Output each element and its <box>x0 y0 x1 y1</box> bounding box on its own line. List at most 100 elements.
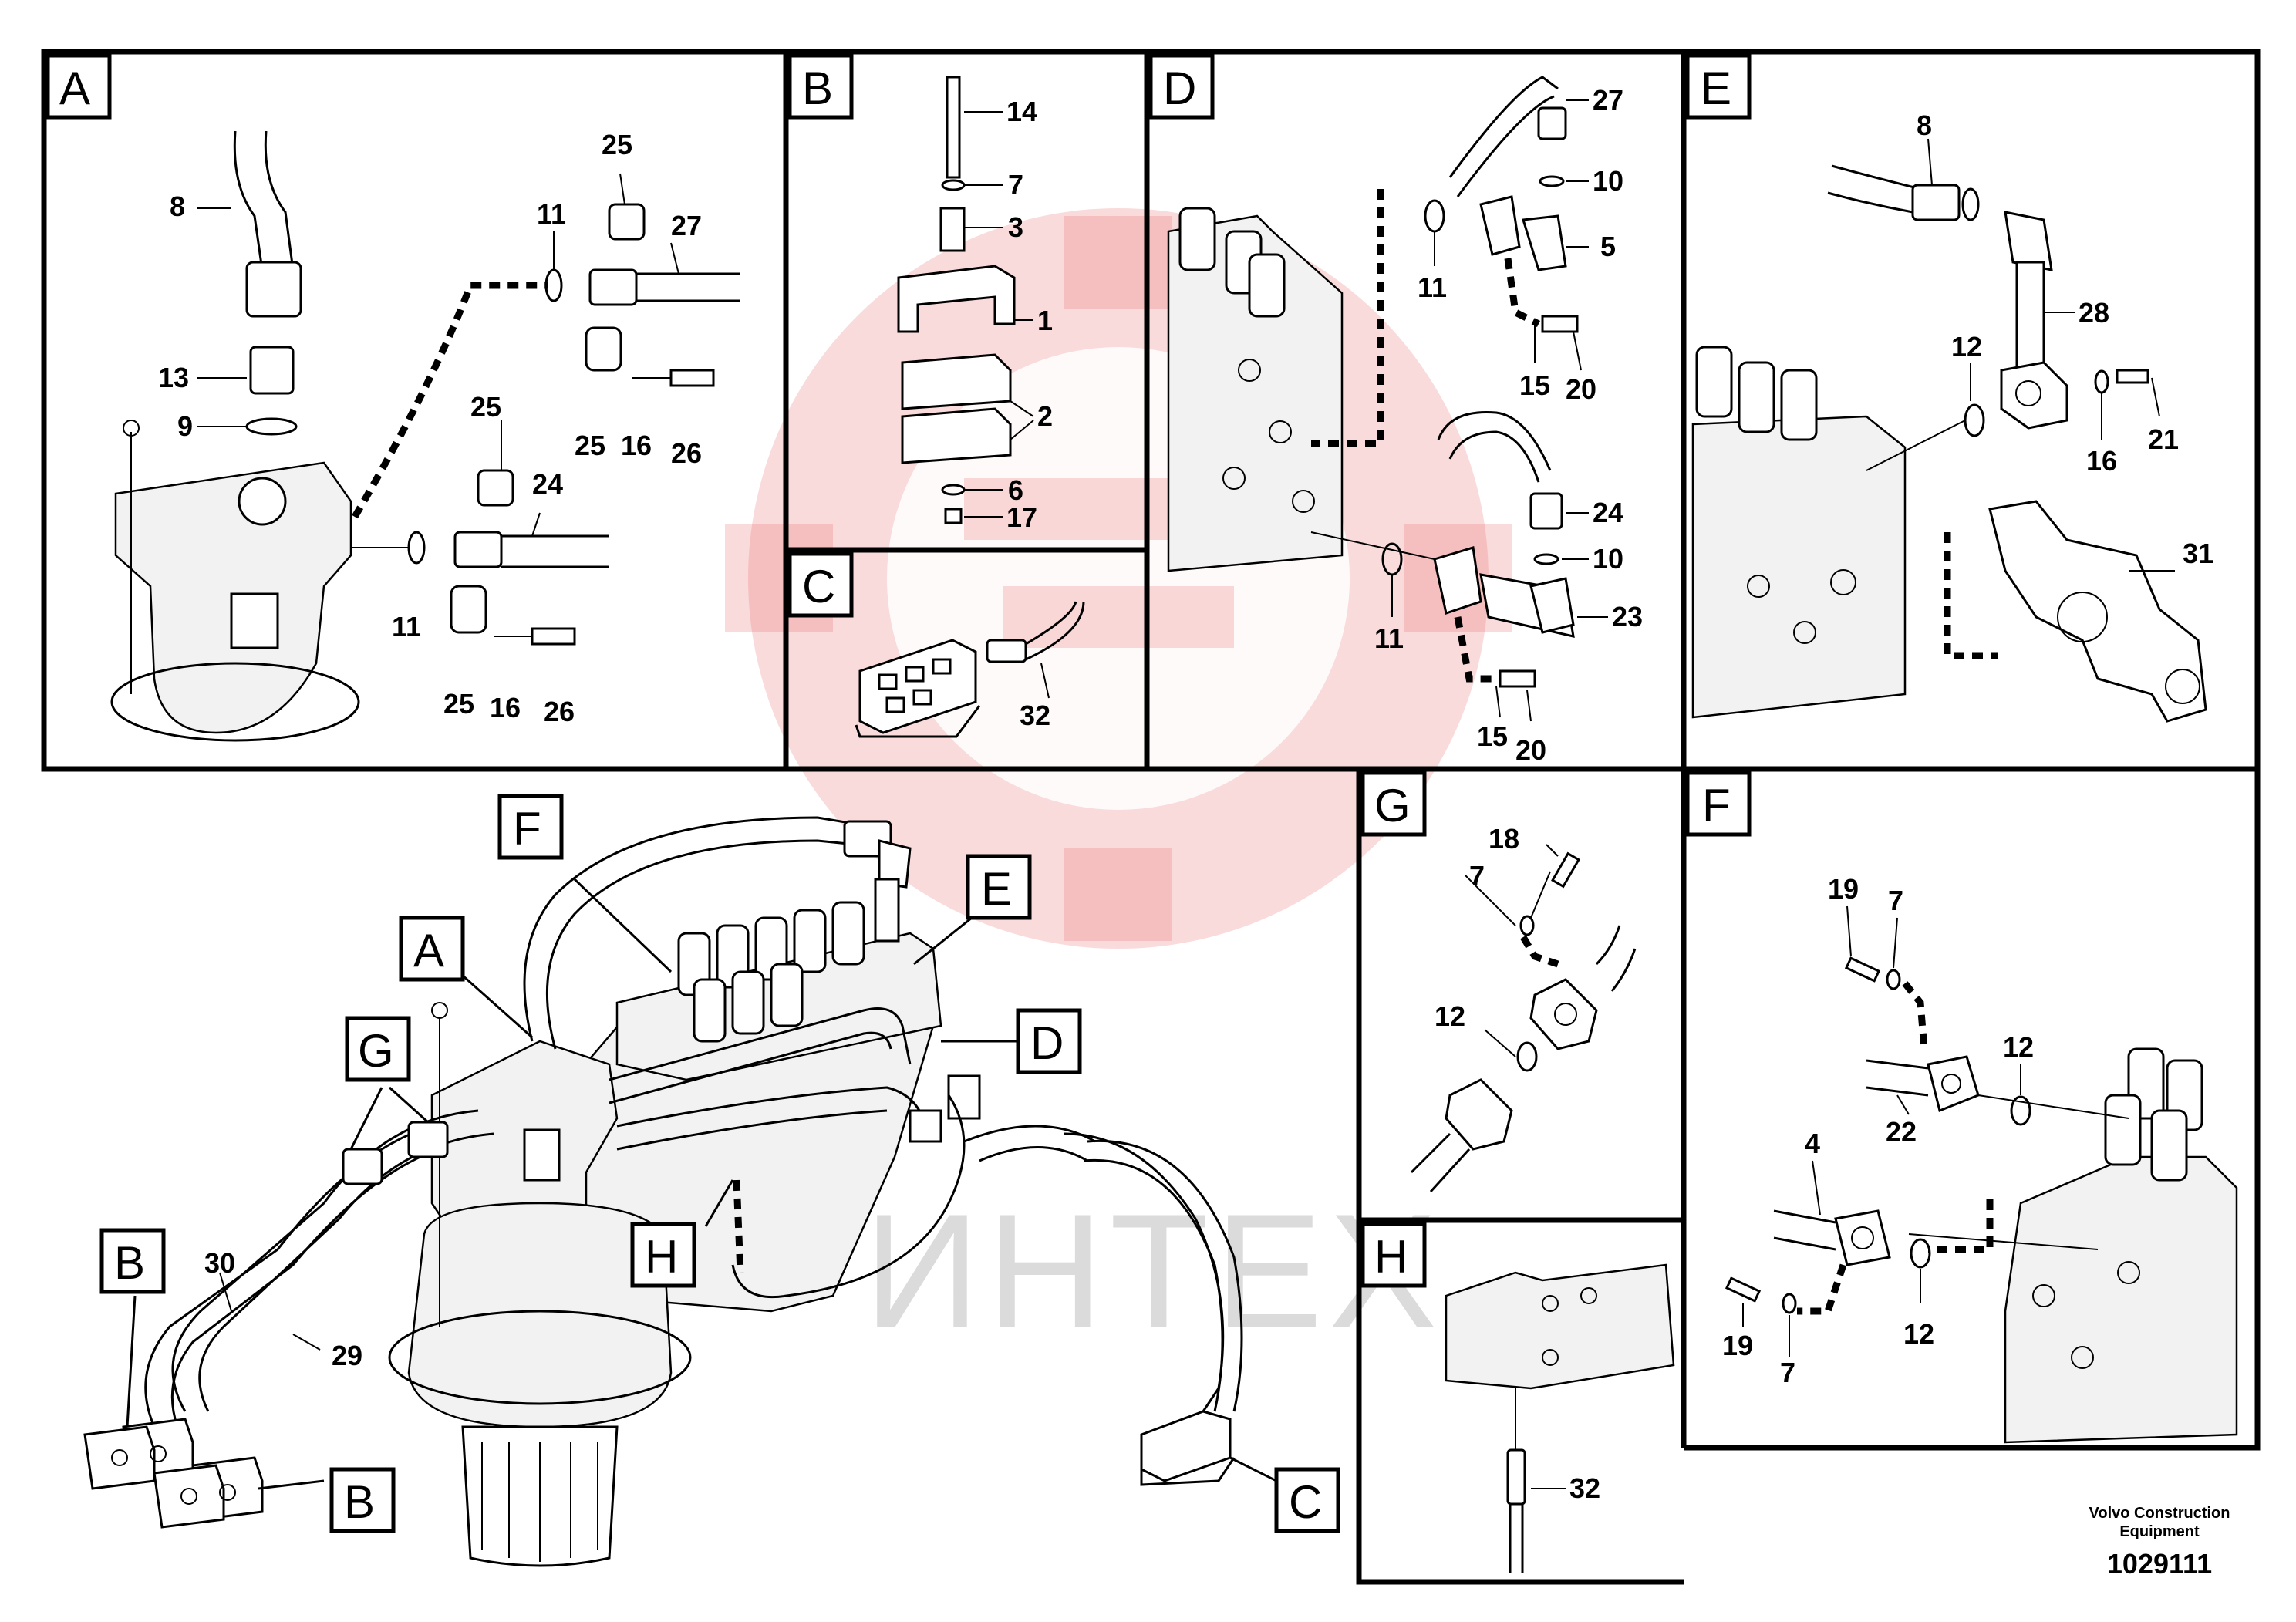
callout-c-32: 32 <box>1020 700 1050 731</box>
main-label-D: D <box>1016 1008 1082 1074</box>
section-label-G: G <box>1360 771 1427 837</box>
svg-text:A: A <box>59 62 90 114</box>
callout-f-4: 4 <box>1805 1128 1820 1159</box>
callout-f-19: 19 <box>1828 873 1859 905</box>
callout-a-25d: 25 <box>443 688 474 720</box>
main-label-G: G <box>345 1016 411 1082</box>
callout-d-23: 23 <box>1612 601 1643 632</box>
panel-g-drawing <box>1410 844 1637 1193</box>
main-label-B-lower: B <box>329 1467 396 1533</box>
svg-text:H: H <box>1374 1231 1408 1283</box>
panel-a-drawing <box>110 130 740 742</box>
watermark-text: ИНТЕХ <box>864 1180 1443 1361</box>
main-assembly-drawing <box>83 816 1277 1567</box>
callout-e-16: 16 <box>2086 445 2117 477</box>
callout-a-24: 24 <box>532 468 563 500</box>
callout-f-12: 12 <box>2003 1031 2034 1063</box>
section-label-F: F <box>1685 771 1752 837</box>
section-label-H: H <box>1360 1222 1427 1288</box>
main-label-H: H <box>630 1222 696 1288</box>
callout-d-15: 15 <box>1519 369 1550 401</box>
callout-b-2: 2 <box>1037 400 1053 432</box>
callout-b-17: 17 <box>1006 501 1037 533</box>
callout-a-13: 13 <box>158 362 189 393</box>
company-name-line2: Equipment <box>2119 1523 2200 1540</box>
panel-h-drawing <box>1445 1263 1675 1573</box>
svg-text:B: B <box>344 1476 375 1528</box>
svg-text:H: H <box>645 1231 678 1283</box>
main-label-B-upper: B <box>99 1228 166 1294</box>
callout-f-22: 22 <box>1886 1116 1917 1148</box>
panel-b-drawing <box>897 76 1034 524</box>
callout-d-27: 27 <box>1593 84 1623 116</box>
callout-f-19b: 19 <box>1722 1330 1753 1361</box>
main-label-A: A <box>399 916 465 982</box>
callout-b-7: 7 <box>1008 169 1023 201</box>
callout-a-8: 8 <box>170 191 185 222</box>
callout-d-5: 5 <box>1600 231 1616 262</box>
panel-d-drawing <box>1167 76 1608 722</box>
callout-a-25: 25 <box>602 129 632 160</box>
panel-e-drawing <box>1691 138 2207 723</box>
callout-a-26: 26 <box>671 437 702 469</box>
svg-text:C: C <box>802 561 835 612</box>
callout-a-9: 9 <box>177 410 193 442</box>
callout-d-15b: 15 <box>1477 720 1508 752</box>
callout-d-11: 11 <box>1418 271 1447 303</box>
callout-e-12: 12 <box>1951 331 1982 363</box>
svg-text:F: F <box>1702 780 1731 831</box>
callout-e-28: 28 <box>2079 297 2109 329</box>
svg-text:F: F <box>513 803 541 855</box>
callout-a-25c: 25 <box>470 391 501 423</box>
callout-main-29: 29 <box>332 1340 362 1371</box>
callout-d-10: 10 <box>1593 165 1623 197</box>
callout-b-1: 1 <box>1037 305 1053 336</box>
callout-f-7: 7 <box>1888 885 1903 916</box>
svg-text:A: A <box>413 925 444 976</box>
svg-text:E: E <box>981 863 1012 915</box>
panel-f-drawing <box>1725 905 2238 1444</box>
callout-e-8: 8 <box>1917 110 1932 141</box>
callout-a-25b: 25 <box>575 430 605 461</box>
callout-e-21: 21 <box>2148 423 2179 455</box>
callout-g-12: 12 <box>1435 1000 1465 1032</box>
callout-e-31: 31 <box>2183 538 2213 569</box>
svg-text:D: D <box>1030 1017 1064 1069</box>
callout-d-11b: 11 <box>1374 622 1404 654</box>
callout-main-30: 30 <box>204 1247 235 1279</box>
callout-b-3: 3 <box>1008 211 1023 243</box>
callout-f-12b: 12 <box>1903 1318 1934 1350</box>
callout-f-7b: 7 <box>1780 1357 1795 1388</box>
main-label-E: E <box>966 854 1032 920</box>
panel-c-drawing <box>855 601 1085 738</box>
callout-a-16b: 16 <box>490 692 521 723</box>
callout-a-11: 11 <box>537 198 566 230</box>
callout-a-26b: 26 <box>544 696 575 727</box>
section-label-D: D <box>1148 53 1215 120</box>
callout-a-16: 16 <box>621 430 652 461</box>
callout-b-14: 14 <box>1006 96 1037 127</box>
drawing-number: 1029111 <box>2107 1548 2212 1580</box>
svg-text:E: E <box>1701 62 1731 114</box>
main-label-F: F <box>497 794 564 860</box>
svg-text:D: D <box>1163 62 1196 114</box>
callout-g-18: 18 <box>1489 823 1519 855</box>
callout-b-6: 6 <box>1008 474 1023 506</box>
callout-d-20b: 20 <box>1515 734 1546 766</box>
svg-text:B: B <box>802 62 833 114</box>
svg-text:C: C <box>1289 1476 1322 1528</box>
callout-a-27: 27 <box>671 210 702 241</box>
callout-h-32: 32 <box>1569 1472 1600 1504</box>
section-label-C: C <box>787 551 854 618</box>
svg-text:G: G <box>358 1025 394 1077</box>
callout-g-7: 7 <box>1469 860 1485 892</box>
svg-text:G: G <box>1374 780 1411 831</box>
section-label-E: E <box>1685 53 1752 120</box>
company-name-line1: Volvo Construction <box>2089 1505 2230 1522</box>
callout-a-11b: 11 <box>392 611 421 642</box>
svg-text:B: B <box>114 1237 145 1289</box>
section-label-B: B <box>787 53 854 120</box>
panel-frames <box>41 49 2261 1585</box>
callout-d-10b: 10 <box>1593 543 1623 575</box>
